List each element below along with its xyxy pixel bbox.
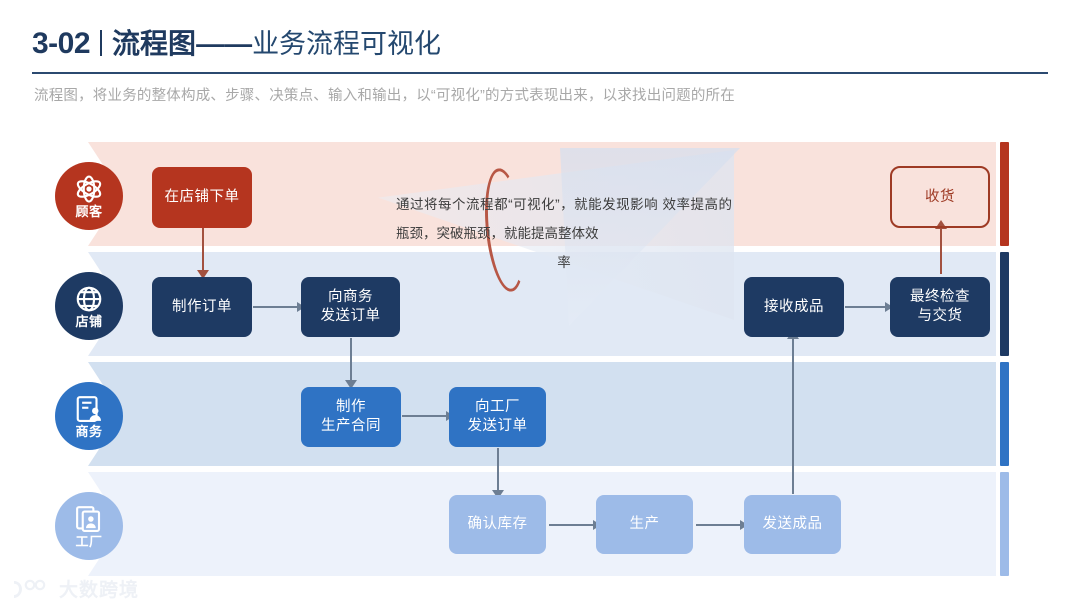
- node-final-check-deliver[interactable]: 最终检查 与交货: [890, 277, 990, 337]
- lane-label-store: 店铺: [75, 314, 103, 329]
- brand-mark-icon: [14, 579, 46, 598]
- lane-edge-store: [1000, 252, 1009, 356]
- node-produce[interactable]: 生产: [596, 495, 693, 554]
- page-header: 3-02 流程图 —— 业务流程可视化: [32, 22, 1048, 62]
- title-dash: ——: [196, 28, 253, 59]
- lane-edge-customer: [1000, 142, 1009, 246]
- page-description: 流程图，将业务的整体构成、步骤、决策点、输入和输出，以“可视化”的方式表现出来，…: [34, 88, 735, 104]
- lane-icon-customer: 顾客: [55, 162, 123, 230]
- node-send-finished[interactable]: 发送成品: [744, 495, 841, 554]
- callout-line-3: 率: [557, 255, 571, 270]
- documents-person-icon: [76, 506, 101, 532]
- node-confirm-stock[interactable]: 确认库存: [449, 495, 546, 554]
- node-receive-goods[interactable]: 收货: [890, 166, 990, 228]
- callout-line-1: 通过将每个流程都“可视化”，就能发现影响: [396, 197, 659, 212]
- node-label: 制作 生产合同: [321, 399, 381, 434]
- node-receive-finished[interactable]: 接收成品: [744, 277, 844, 337]
- node-place-order[interactable]: 在店铺下单: [152, 167, 252, 228]
- contract-person-icon: [76, 396, 101, 422]
- lane-edge-factory: [1000, 472, 1009, 576]
- node-label: 最终检查 与交货: [910, 289, 970, 324]
- lane-icon-factory: 工厂: [55, 492, 123, 560]
- node-label: 向工厂 发送订单: [467, 399, 528, 434]
- title-divider: [100, 30, 103, 56]
- section-number: 3-02: [32, 27, 91, 60]
- header-rule: [32, 72, 1048, 74]
- globe-icon: [76, 286, 102, 312]
- lane-label-factory: 工厂: [75, 534, 103, 549]
- callout-line-2: 效率提高的瓶颈，突破瓶颈，就能提高整体效: [396, 197, 732, 241]
- node-send-order-to-business[interactable]: 向商务 发送订单: [301, 277, 400, 337]
- node-label: 向商务 发送订单: [320, 289, 381, 324]
- brand-name: 大数跨境: [59, 580, 140, 601]
- page-title: 流程图: [112, 28, 197, 59]
- footer-logo: 大数跨境: [10, 575, 139, 602]
- node-make-contract[interactable]: 制作 生产合同: [301, 387, 401, 447]
- node-make-order[interactable]: 制作订单: [152, 277, 252, 337]
- lane-edge-business: [1000, 362, 1009, 466]
- lane-label-customer: 顾客: [75, 204, 103, 219]
- atom-icon: [76, 175, 102, 203]
- callout-text: 通过将每个流程都“可视化”，就能发现影响 效率提高的瓶颈，突破瓶颈，就能提高整体…: [396, 190, 732, 277]
- lane-label-business: 商务: [75, 424, 103, 439]
- lane-icon-store: 店铺: [55, 272, 123, 340]
- lane-icon-business: 商务: [55, 382, 123, 450]
- page-subtitle-inline: 业务流程可视化: [252, 29, 442, 59]
- node-send-order-to-factory[interactable]: 向工厂 发送订单: [449, 387, 546, 447]
